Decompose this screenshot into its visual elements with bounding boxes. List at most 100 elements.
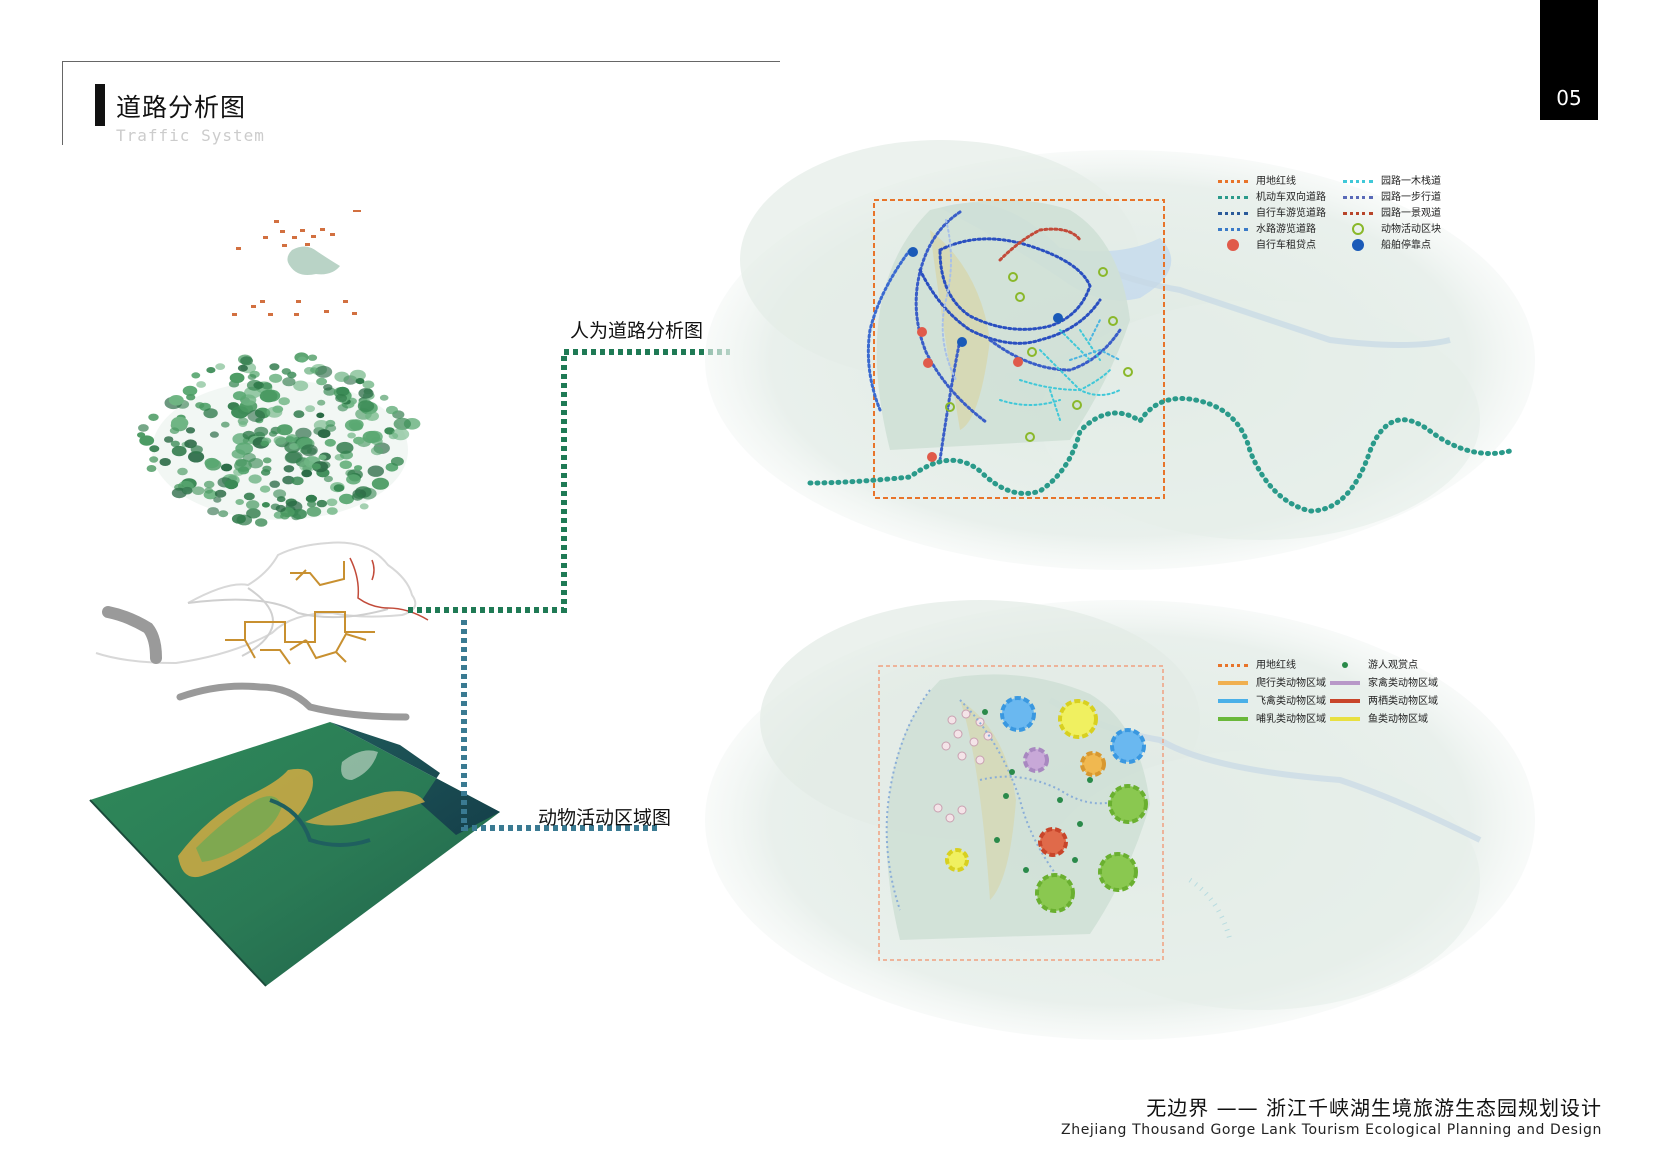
tree-mark <box>359 503 369 510</box>
tree-mark <box>358 388 374 399</box>
tree-mark <box>248 458 264 469</box>
animal-map <box>705 600 1535 1040</box>
tree-mark <box>284 451 302 464</box>
tree-mark <box>159 458 171 466</box>
tree-mark <box>149 456 159 463</box>
tree-mark <box>307 500 317 508</box>
tree-mark <box>181 486 193 495</box>
tree-mark <box>334 371 350 382</box>
tree-mark <box>357 400 375 412</box>
road-map <box>705 140 1535 570</box>
tree-mark <box>260 469 271 476</box>
tree-mark <box>307 354 318 361</box>
tree-mark <box>291 508 307 520</box>
tree-mark <box>365 411 379 421</box>
tree-mark <box>299 460 316 472</box>
tree-mark <box>282 475 295 485</box>
tree-mark <box>293 380 309 392</box>
tree-mark <box>315 365 333 378</box>
tree-mark <box>326 507 338 515</box>
tree-mark <box>229 372 245 384</box>
tree-mark <box>171 416 189 429</box>
tree-mark <box>221 463 233 472</box>
tree-mark <box>246 508 261 519</box>
tree-mark <box>367 465 384 477</box>
connector-animal <box>461 620 660 831</box>
tree-mark <box>336 386 350 396</box>
tree-mark <box>196 381 207 388</box>
tree-mark <box>370 446 384 456</box>
layer-trees <box>137 352 421 527</box>
tree-mark <box>243 492 255 501</box>
animal-legend: 用地红线 游人观赏点 爬行类动物区域 家禽类动物区域 飞禽类动物区域 两栖类动物… <box>1218 656 1438 726</box>
page-number: 05 <box>1556 86 1582 110</box>
tree-mark <box>209 431 219 438</box>
tree-mark <box>221 421 230 428</box>
layer-terrain-base <box>89 722 500 987</box>
tree-mark <box>254 426 269 437</box>
tree-mark <box>204 487 214 494</box>
page-title: 道路分析图 <box>116 93 247 122</box>
tree-mark <box>169 427 180 435</box>
layer-top-markers <box>232 210 361 316</box>
footer-title-en: Zhejiang Thousand Gorge Lank Tourism Eco… <box>1061 1122 1602 1138</box>
title-accent-bar <box>95 84 105 126</box>
tree-mark <box>195 402 205 409</box>
tree-mark <box>353 436 365 445</box>
tree-mark <box>291 476 304 486</box>
tree-mark <box>224 479 239 490</box>
tree-mark <box>289 443 299 450</box>
tree-mark <box>311 463 321 470</box>
header-rule <box>62 61 780 62</box>
header-vertical-rule <box>62 61 63 145</box>
tree-mark <box>316 499 328 508</box>
tree-mark <box>190 445 203 454</box>
tree-mark <box>231 449 246 459</box>
tree-mark <box>192 486 205 496</box>
tree-mark <box>240 356 254 366</box>
tree-mark <box>139 435 155 446</box>
tree-mark <box>247 409 266 423</box>
legend-item: 用地红线 <box>1218 656 1296 671</box>
legend-item: 机动车双向道路 <box>1218 188 1326 203</box>
tree-mark <box>235 499 244 505</box>
tree-mark <box>266 406 283 418</box>
tree-mark <box>234 459 252 472</box>
tree-mark <box>305 494 317 503</box>
tree-mark <box>316 377 328 386</box>
tree-mark <box>393 417 411 430</box>
tree-mark <box>276 496 286 503</box>
tree-mark <box>347 432 356 439</box>
tree-mark <box>317 399 326 406</box>
tree-mark <box>236 514 253 526</box>
tree-mark <box>269 373 283 383</box>
tree-mark <box>336 441 354 454</box>
tree-mark <box>171 445 187 457</box>
tree-mark <box>255 518 268 527</box>
tree-mark <box>287 371 297 379</box>
tree-mark <box>333 484 345 492</box>
tree-mark <box>346 474 361 485</box>
tree-mark <box>232 391 247 401</box>
tree-mark <box>214 489 227 498</box>
tree-mark <box>339 493 354 505</box>
tree-mark <box>273 436 287 445</box>
tree-mark <box>246 500 260 510</box>
legend-item: 家禽类动物区域 <box>1330 674 1438 689</box>
tree-mark <box>213 496 222 503</box>
tree-mark <box>348 419 364 430</box>
tree-mark <box>262 457 272 464</box>
tree-mark <box>280 512 290 520</box>
tree-mark <box>276 424 293 436</box>
footer-title-cn: 无边界 —— 浙江千峡湖生境旅游生态园规划设计 <box>1146 1096 1602 1120</box>
callout-road-analysis: 人为道路分析图 <box>570 320 704 342</box>
legend-item: 园路一景观道 <box>1343 204 1441 219</box>
tree-mark <box>168 395 184 406</box>
tree-mark <box>349 369 366 381</box>
tree-mark <box>339 460 352 470</box>
tree-mark <box>392 428 410 441</box>
tree-mark <box>317 429 331 439</box>
tree-mark <box>248 474 262 484</box>
tree-mark <box>170 440 180 447</box>
